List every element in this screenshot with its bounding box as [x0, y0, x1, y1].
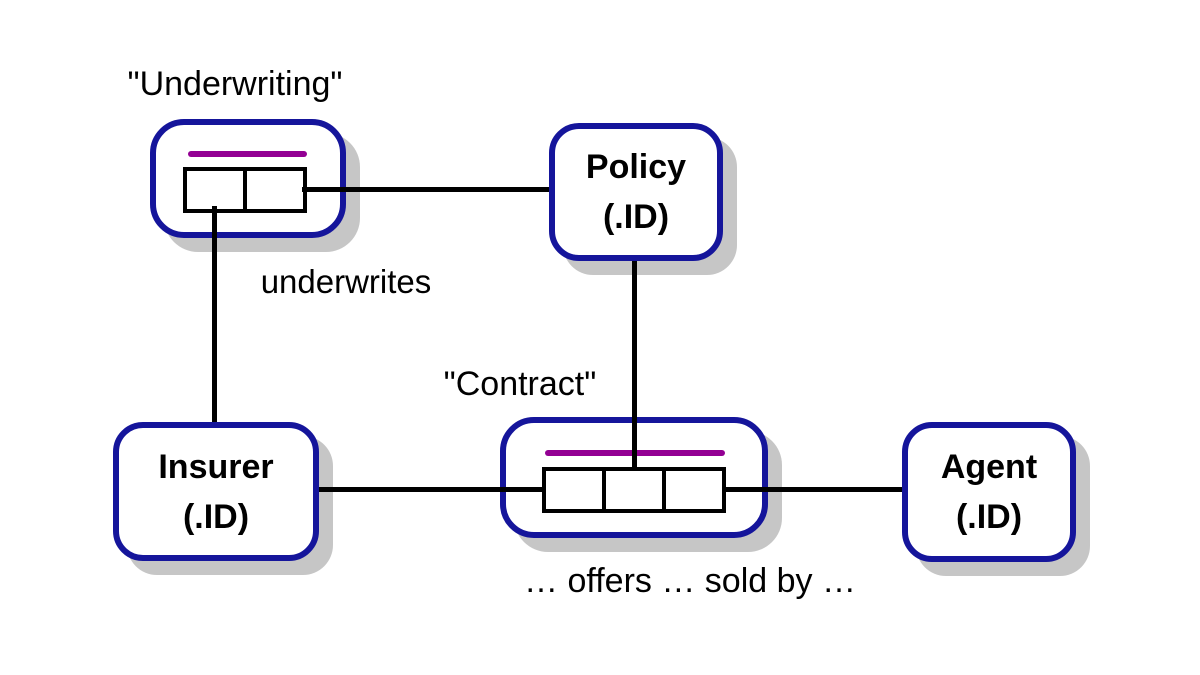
connector-underwriting-policy	[302, 187, 549, 192]
contract-reading-label: … offers … sold by …	[524, 562, 856, 600]
contract-fact-label: "Contract"	[443, 365, 597, 403]
entity-agent: Agent (.ID)	[902, 422, 1076, 562]
connector-underwriting-insurer	[212, 206, 217, 424]
underwriting-role-boxes	[183, 167, 307, 213]
contract-role-box-3	[662, 467, 726, 513]
underwrites-reading-label: underwrites	[260, 263, 432, 300]
entity-insurer-refmode: (.ID)	[182, 497, 250, 536]
contract-role-boxes	[542, 467, 726, 513]
entity-insurer: Insurer (.ID)	[113, 422, 319, 561]
entity-insurer-name: Insurer	[158, 447, 274, 486]
underwriting-fact-label: "Underwriting"	[127, 65, 343, 103]
entity-policy-name: Policy	[585, 148, 687, 186]
connector-insurer-contract	[317, 487, 546, 492]
underwriting-role-box-2	[243, 167, 307, 213]
entity-agent-name: Agent	[940, 448, 1038, 486]
contract-role-box-1	[542, 467, 606, 513]
contract-role-box-2	[602, 467, 666, 513]
connector-policy-contract	[632, 259, 637, 471]
connector-contract-agent	[722, 487, 904, 492]
entity-policy-refmode: (.ID)	[602, 198, 670, 236]
entity-policy: Policy (.ID)	[549, 123, 723, 261]
entity-agent-refmode: (.ID)	[955, 498, 1023, 536]
underwriting-uniqueness-bar	[188, 151, 307, 157]
